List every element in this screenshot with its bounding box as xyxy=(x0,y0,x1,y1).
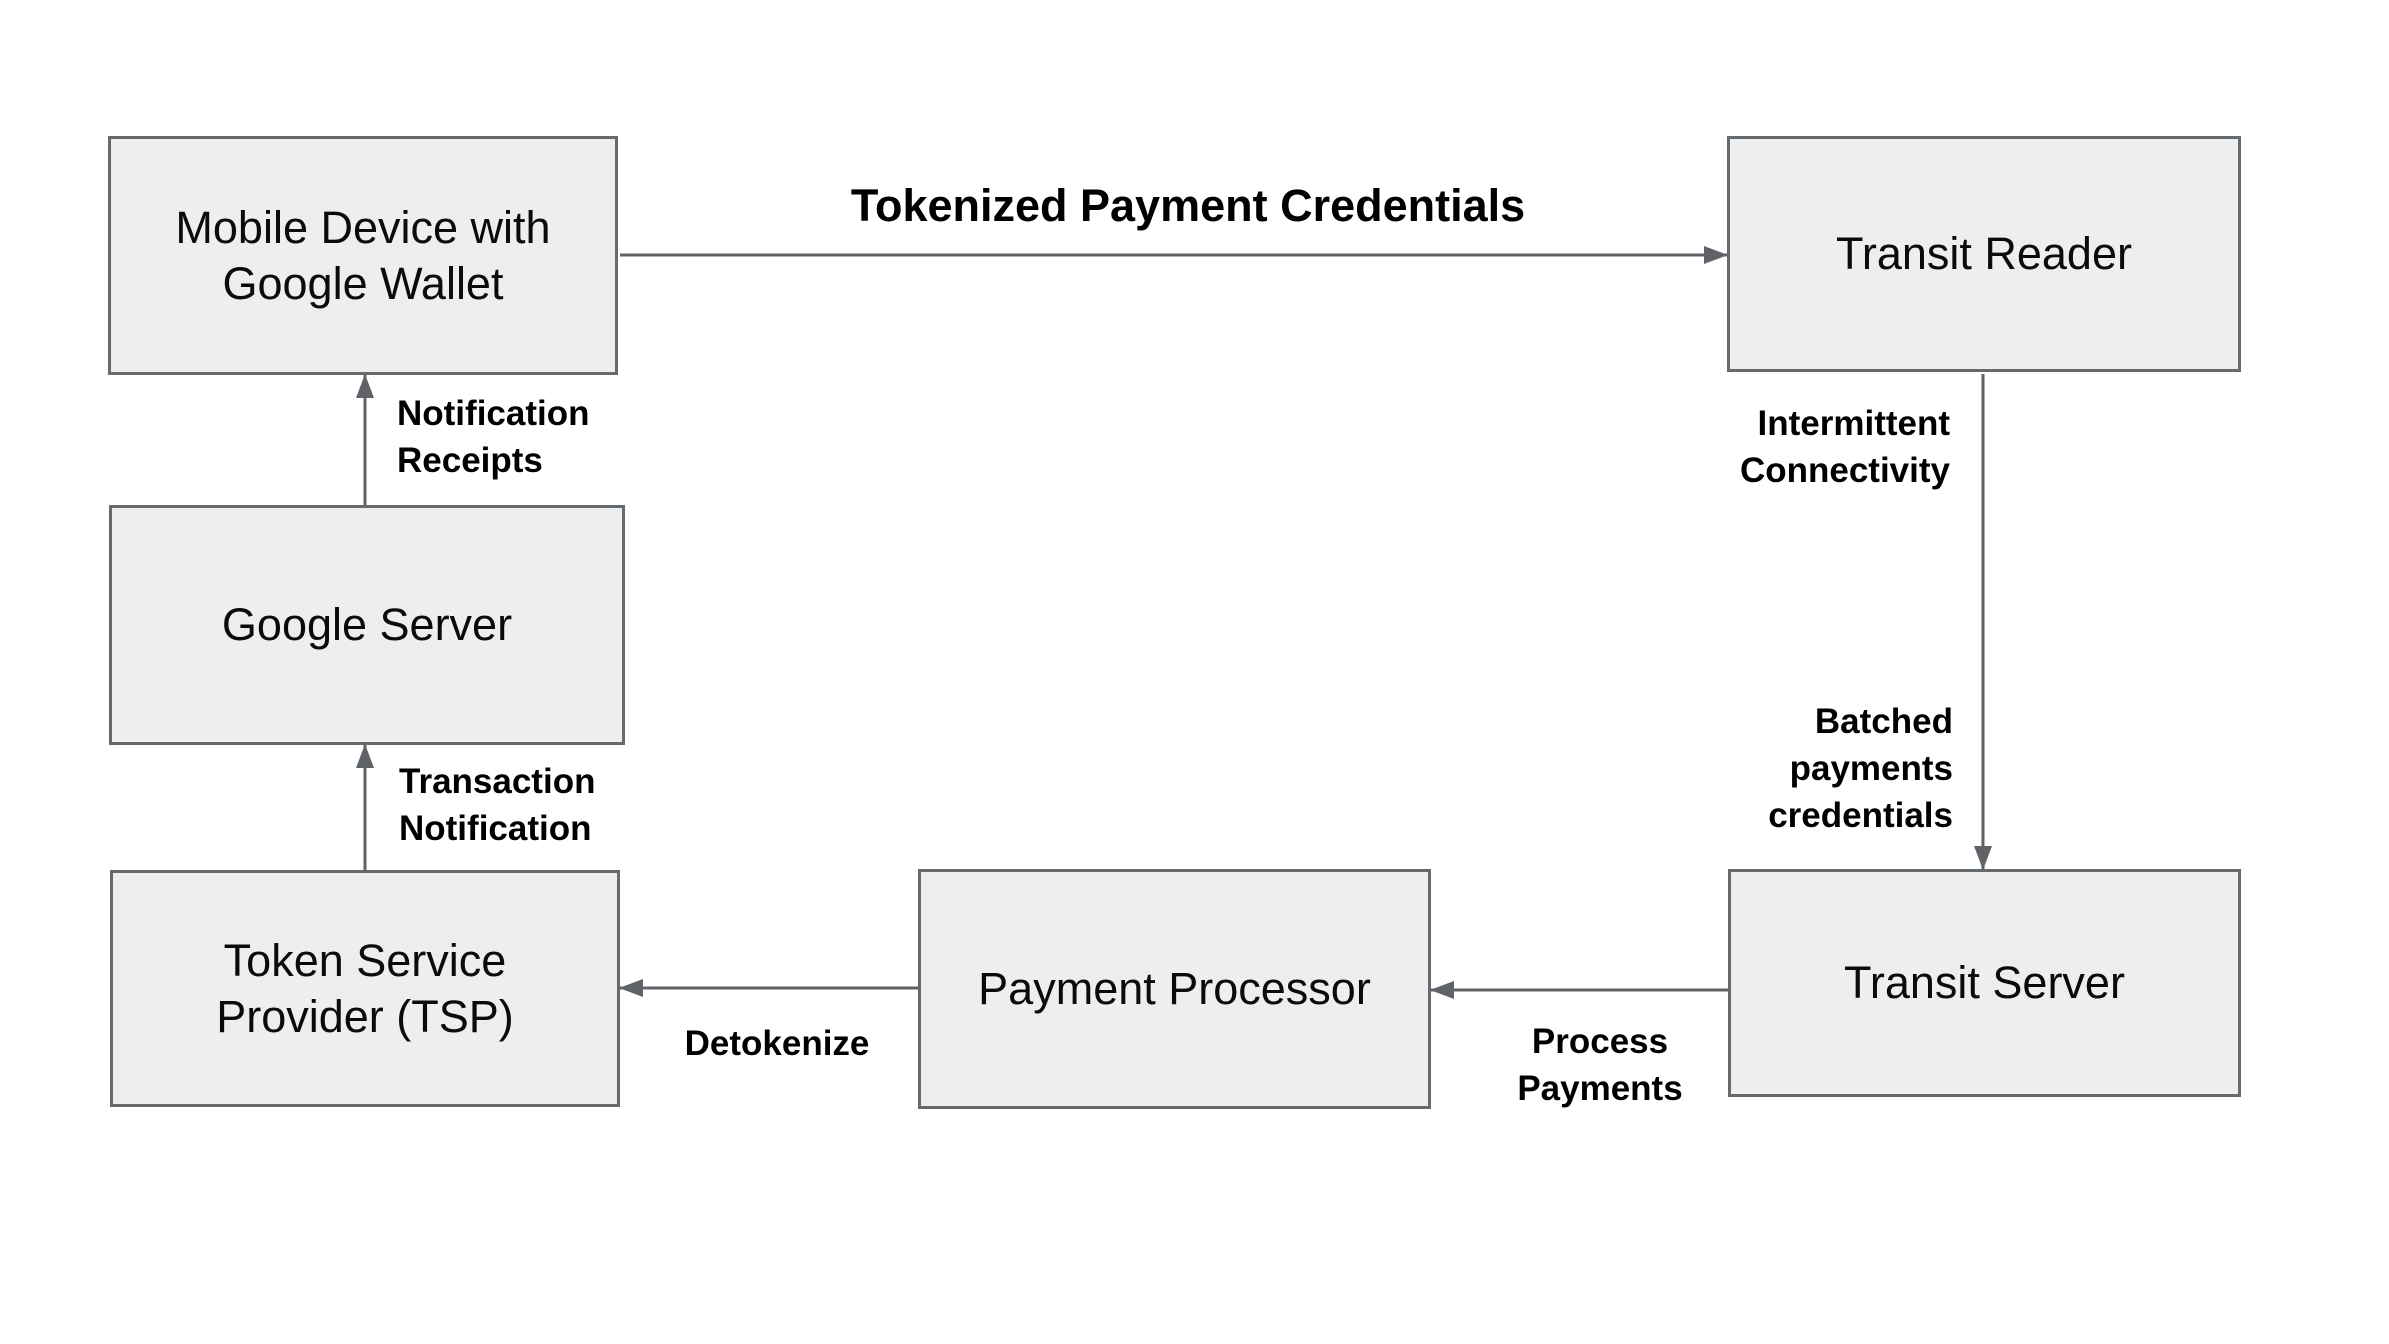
edge-label-detokenize: Detokenize xyxy=(684,1024,870,1063)
edge-label-batched-payments-credentials: Batched payments credentials xyxy=(1768,702,1953,835)
edge-label-process-payments: Process Payments xyxy=(1517,1022,1683,1108)
node-mobile-device: Mobile Device with Google Wallet xyxy=(108,136,618,375)
node-google-server: Google Server xyxy=(109,505,625,745)
node-mobile-device-label: Mobile Device with Google Wallet xyxy=(175,201,551,309)
node-transit-reader-label: Transit Reader xyxy=(1836,228,2132,279)
edge-label-notification-receipts: Notification Receipts xyxy=(397,394,590,480)
node-transit-reader: Transit Reader xyxy=(1727,136,2241,372)
node-transit-server: Transit Server xyxy=(1728,869,2241,1097)
edge-label-transaction-notification: Transaction Notification xyxy=(399,762,596,848)
node-token-service-provider: Token Service Provider (TSP) xyxy=(110,870,620,1107)
node-payment-processor-label: Payment Processor xyxy=(978,963,1371,1014)
node-token-service-provider-label: Token Service Provider (TSP) xyxy=(216,934,514,1042)
node-transit-server-label: Transit Server xyxy=(1844,957,2125,1008)
edge-label-tokenized-payment-credentials: Tokenized Payment Credentials xyxy=(850,180,1526,231)
node-google-server-label: Google Server xyxy=(221,599,513,650)
node-payment-processor: Payment Processor xyxy=(918,869,1431,1109)
edge-label-intermittent-connectivity: Intermittent Connectivity xyxy=(1739,404,1950,490)
